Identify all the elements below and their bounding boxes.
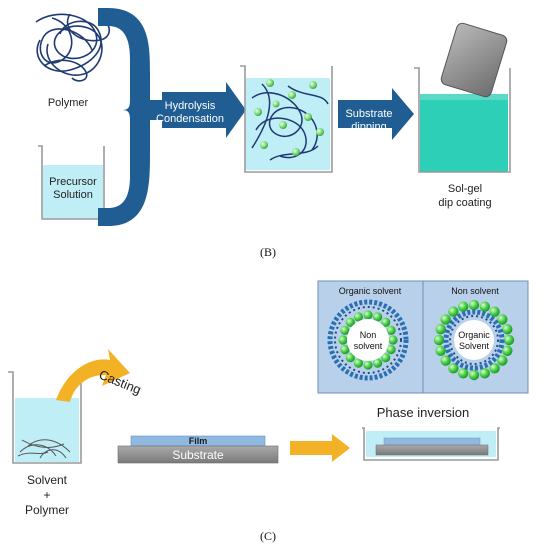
arrow1-label-line1: Hydrolysis [165,100,216,112]
phase-arrow-icon [290,434,350,462]
micelle-sphere [489,363,500,374]
micelle-sphere [502,345,513,356]
micelle-sphere [386,345,396,355]
micelle-sphere [440,314,451,325]
micelle-sphere [381,353,391,363]
micelle-sphere [458,368,469,379]
substrate-label: Substrate [172,448,224,462]
inset-right-core-line1: Organic [458,330,490,340]
micelle-sphere [340,325,350,335]
micelle-sphere [363,310,373,320]
micelle-sphere [363,360,373,370]
micelle-sphere [435,345,446,356]
micelle-sphere [353,312,363,322]
sol-particles [254,79,324,156]
inset-right-core-line2: Solvent [459,341,490,351]
precursor-label-line1: Precursor [49,176,97,188]
micelle-sphere [345,353,355,363]
micelle-sphere [458,301,469,312]
micelle-sphere [338,335,348,345]
micelle-sphere [503,334,515,346]
solvent-polymer-chains-icon [17,439,71,459]
micelle-sphere [468,299,480,311]
micelle-sphere [435,324,446,335]
precursor-label-line2: Solution [53,189,93,201]
micelle-sphere [353,358,363,368]
polymer-label: Polymer [48,97,89,109]
arrow2-label-line1: Substrate [345,108,392,120]
precursor-beaker [38,145,105,220]
micelle-sphere [448,363,459,374]
casting-arrow-icon [56,349,130,402]
dip-coating-beaker [414,67,511,173]
coagulation-bath [362,427,500,461]
inset-left-core-line1: Non [360,330,377,340]
micelle-sphere [440,355,451,366]
inset-left-title: Organic solvent [339,286,402,296]
micelle-sphere [479,301,490,312]
micelle-sphere [388,335,398,345]
substrate-slide-icon [440,22,508,98]
micelle-sphere [340,345,350,355]
micelle-sphere [345,317,355,327]
micelle-sphere [479,368,490,379]
micelle-sphere [433,334,445,346]
result-label-line1: Sol-gel [448,183,482,195]
micelle-sphere [497,355,508,366]
micelle-sphere [497,314,508,325]
arrow2-label-line2: dipping [351,121,386,133]
micelle-sphere [386,325,396,335]
micelle-sphere [373,358,383,368]
phase-inversion-label: Phase inversion [377,405,470,420]
film-substrate [117,435,279,464]
panel-c: Solvent + Polymer Casting Film Substrate… [8,280,529,543]
inset-left-core-line2: solvent [354,341,383,351]
caption-b: (B) [260,245,276,259]
polymer-tangle-icon [35,13,111,82]
micelle-sphere [381,317,391,327]
solvent-label-line1: Solvent [27,473,68,487]
inset-right-title: Non solvent [451,286,499,296]
panel-b: Polymer Precursor Solution Hydrolysis Co… [35,8,511,259]
micelle-right [433,299,515,381]
film-label: Film [189,436,208,446]
merge-arrow-icon [98,8,246,226]
micelle-sphere [502,324,513,335]
micelle-sphere [489,306,500,317]
result-label-line2: dip coating [438,197,491,209]
dipping-arrow-icon [338,88,414,140]
micelle-left [327,299,409,381]
micelle-sphere [448,306,459,317]
micelle-sphere [373,312,383,322]
solvent-label-line2: + [43,488,50,502]
arrow1-label-line2: Condensation [156,113,224,125]
caption-c: (C) [260,529,276,543]
micelle-sphere [468,369,480,381]
solvent-label-line3: Polymer [25,503,69,517]
